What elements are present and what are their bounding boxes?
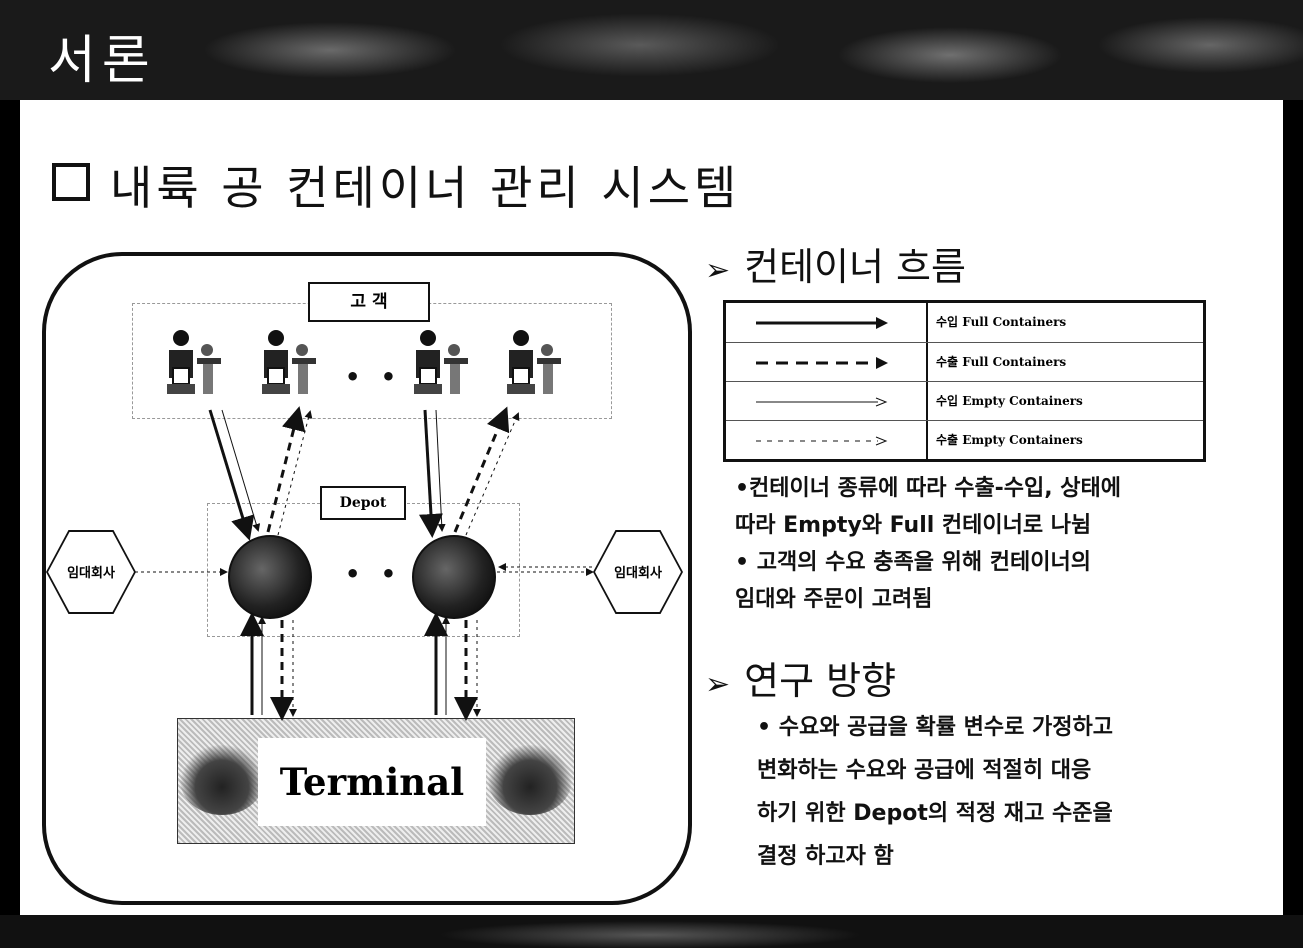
checkbox-icon xyxy=(52,163,90,201)
depot-node xyxy=(412,535,496,619)
bullet-line: 결정 하고자 함 xyxy=(757,844,894,869)
legend-label: 수입 Full Containers xyxy=(936,315,1067,329)
leasing-company-right: 임대회사 xyxy=(593,530,683,614)
solid-arrow-icon xyxy=(756,317,888,329)
legend-table: 수입 Full Containers 수출 Full Containers 수입… xyxy=(723,300,1206,462)
slide-title: 서론 xyxy=(48,31,156,91)
leasing-company-left: 임대회사 xyxy=(46,530,136,614)
legend-swatch-solid xyxy=(726,303,928,342)
legend-label: 수출 Full Containers xyxy=(936,355,1067,369)
customer-icon xyxy=(414,330,468,394)
section-title-text: 내륙 공 컨테이너 관리 시스템 xyxy=(110,161,741,215)
thin-arrow-icon xyxy=(756,397,888,407)
customer-icon xyxy=(262,330,316,394)
flow-bullets: •컨테이너 종류에 따라 수출-수입, 상태에 따라 Empty와 Full 컨… xyxy=(735,470,1121,618)
legend-label: 수입 Empty Containers xyxy=(936,394,1083,408)
section-title: 내륙 공 컨테이너 관리 시스템 xyxy=(52,152,740,218)
footer-bar xyxy=(0,915,1303,948)
bullet-line: •컨테이너 종류에 따라 수출-수입, 상태에 xyxy=(735,476,1122,501)
title-bar xyxy=(0,0,1303,100)
dashed-arrow-icon xyxy=(756,357,888,369)
research-heading-text: 연구 방향 xyxy=(744,659,897,703)
legend-label: 수출 Empty Containers xyxy=(936,433,1083,447)
dotted-arrow-icon xyxy=(756,436,888,446)
customer-icon xyxy=(507,330,561,394)
bullet-line: 임대와 주문이 고려됨 xyxy=(735,587,933,612)
bullet-line: • 고객의 수요 충족을 위해 컨테이너의 xyxy=(735,550,1091,575)
arrow-bullet-icon: ➢ xyxy=(705,253,731,288)
bullet-line: 변화하는 수요와 공급에 적절히 대응 xyxy=(757,758,1092,783)
ship-icon xyxy=(180,745,264,815)
legend-swatch-dashed xyxy=(726,343,928,382)
ship-icon xyxy=(488,745,572,815)
bullet-line: 따라 Empty와 Full 컨테이너로 나뉨 xyxy=(735,513,1092,538)
research-heading: ➢ 연구 방향 xyxy=(705,650,896,705)
leasing-company-left-label: 임대회사 xyxy=(67,566,115,581)
legend-row: 수출 Empty Containers xyxy=(726,420,1203,460)
legend-swatch-thin xyxy=(726,382,928,421)
bullet-line: • 수요와 공급을 확률 변수로 가정하고 xyxy=(757,715,1113,740)
legend-row: 수출 Full Containers xyxy=(726,342,1203,382)
customer-icon xyxy=(167,330,221,394)
legend-row: 수입 Empty Containers xyxy=(726,381,1203,421)
terminal-label: Terminal xyxy=(258,738,486,826)
depot-node xyxy=(228,535,312,619)
legend-swatch-dotted xyxy=(726,421,928,460)
depot-label: Depot xyxy=(320,486,406,520)
arrow-bullet-icon: ➢ xyxy=(705,667,731,702)
leasing-company-right-label: 임대회사 xyxy=(614,566,662,581)
flow-heading: ➢ 컨테이너 흐름 xyxy=(705,236,966,291)
research-bullets: • 수요와 공급을 확률 변수로 가정하고 변화하는 수요와 공급에 적절히 대… xyxy=(757,706,1113,878)
flow-heading-text: 컨테이너 흐름 xyxy=(744,245,966,289)
bullet-line: 하기 위한 Depot의 적정 재고 수준을 xyxy=(757,801,1113,826)
customer-label: 고 객 xyxy=(308,282,430,322)
legend-row: 수입 Full Containers xyxy=(726,303,1203,342)
